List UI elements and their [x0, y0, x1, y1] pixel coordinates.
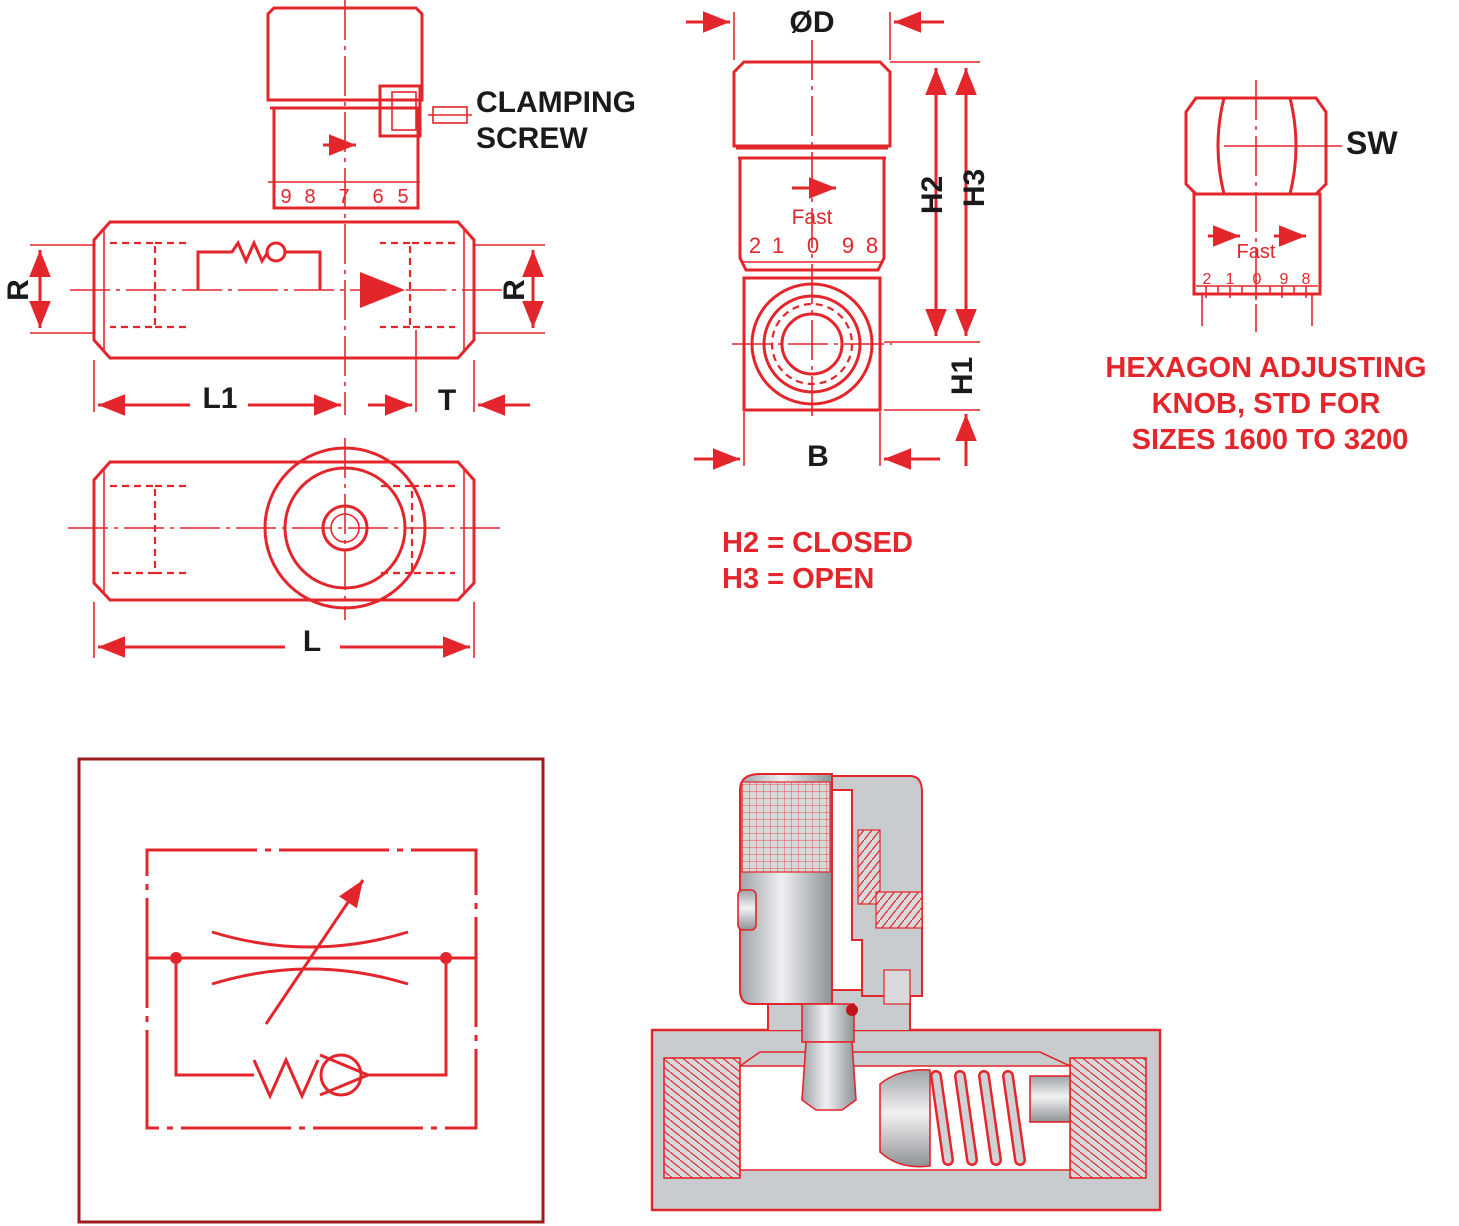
side-view: 9 8 7 6 5 R R [2, 0, 545, 417]
dim-l: L [303, 625, 321, 658]
dim-h3: H3 [958, 169, 991, 207]
dim-r-right: R [498, 279, 531, 301]
hydraulic-symbol [77, 757, 545, 1224]
dim-sw: SW [1346, 125, 1398, 161]
dim-b: B [807, 440, 829, 473]
dim-h1: H1 [946, 357, 979, 395]
top-scale-label: 8 [304, 186, 315, 208]
hex-scale-label: 0 [1253, 271, 1262, 288]
dim-h2: H2 [916, 176, 949, 214]
dim-l1: L1 [202, 382, 237, 415]
top-view: L [68, 438, 505, 658]
clamping-screw-label-2: SCREW [476, 122, 588, 155]
hex-scale: 2 1 0 9 8 [1203, 271, 1311, 288]
h2-closed-note: H2 = CLOSED [722, 527, 913, 559]
hex-scale-ticks [1205, 286, 1307, 300]
top-scale-label: 5 [397, 186, 408, 208]
hex-scale-label: 1 [1226, 271, 1235, 288]
hex-note-line-1: HEXAGON ADJUSTING [1105, 352, 1426, 384]
top-scale: 9 8 7 6 5 [280, 186, 408, 208]
top-scale-label: 7 [338, 186, 349, 208]
hex-scale-label: 9 [1280, 271, 1289, 288]
section-view [650, 773, 1162, 1212]
top-scale-label: 9 [280, 186, 291, 208]
top-scale-label: 6 [372, 186, 383, 208]
hex-note-line-3: SIZES 1600 TO 3200 [1132, 424, 1409, 456]
front-scale-label: 8 [866, 233, 878, 258]
front-scale-label: 9 [842, 233, 854, 258]
hex-fast-label: Fast [1237, 241, 1276, 263]
hex-knob-view: Fast 2 1 0 9 8 SW [1184, 80, 1398, 332]
front-view: Fast 2 1 0 9 8 ØD B H2 H [686, 6, 991, 473]
clamping-screw-label-1: CLAMPING [476, 86, 636, 119]
dim-r-left: R [2, 279, 35, 301]
front-scale: 2 1 0 9 8 [749, 233, 878, 258]
hex-scale-label: 8 [1302, 271, 1311, 288]
hex-scale-label: 2 [1203, 271, 1212, 288]
hex-note-line-2: KNOB, STD FOR [1152, 388, 1381, 420]
h3-open-note: H3 = OPEN [722, 563, 874, 595]
dim-t: T [438, 384, 456, 417]
dim-diameter: ØD [790, 6, 835, 39]
front-scale-label: 0 [807, 233, 819, 258]
front-scale-label: 1 [772, 233, 784, 258]
front-scale-label: 2 [749, 233, 761, 258]
symbol-frame [77, 757, 545, 1224]
check-spring [930, 1070, 1026, 1166]
